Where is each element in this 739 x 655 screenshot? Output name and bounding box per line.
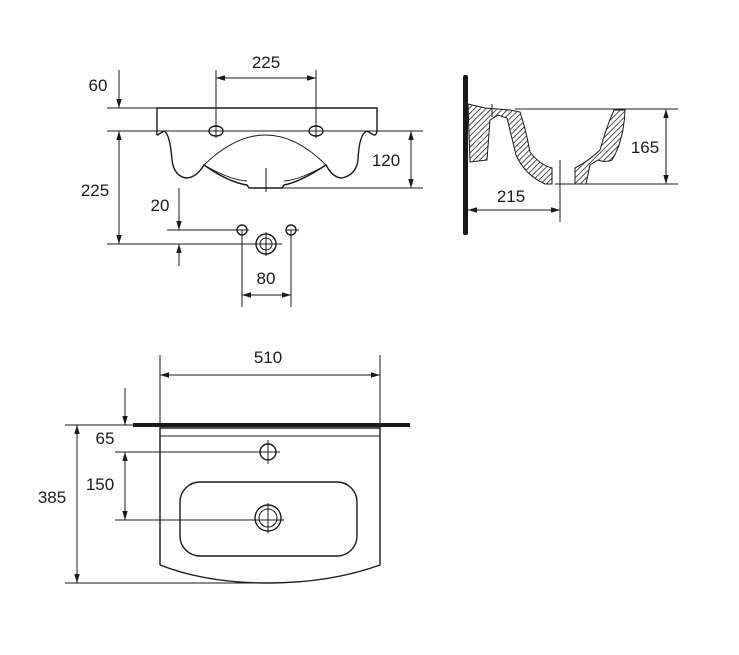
label-supply-spacing: 80 [257, 269, 276, 288]
label-hole-spacing: 225 [252, 53, 280, 72]
label-outlet-height: 225 [81, 181, 109, 200]
label-width: 510 [254, 348, 282, 367]
side-section-left [467, 103, 553, 185]
label-tap-offset: 65 [96, 429, 115, 448]
label-depth: 165 [631, 138, 659, 157]
side-view: 165 215 [463, 75, 678, 235]
top-view: 510 65 150 385 [38, 348, 410, 584]
label-bowl-depth: 120 [372, 151, 400, 170]
label-top-offset: 60 [89, 76, 108, 95]
front-view: 225 60 225 120 20 80 [81, 53, 423, 307]
label-outlet-offset: 20 [151, 196, 170, 215]
label-projection: 215 [497, 187, 525, 206]
side-section-right [574, 109, 626, 185]
label-drain-offset: 150 [86, 475, 114, 494]
label-length: 385 [38, 488, 66, 507]
front-basin-outline [156, 107, 378, 189]
wall [463, 75, 468, 235]
